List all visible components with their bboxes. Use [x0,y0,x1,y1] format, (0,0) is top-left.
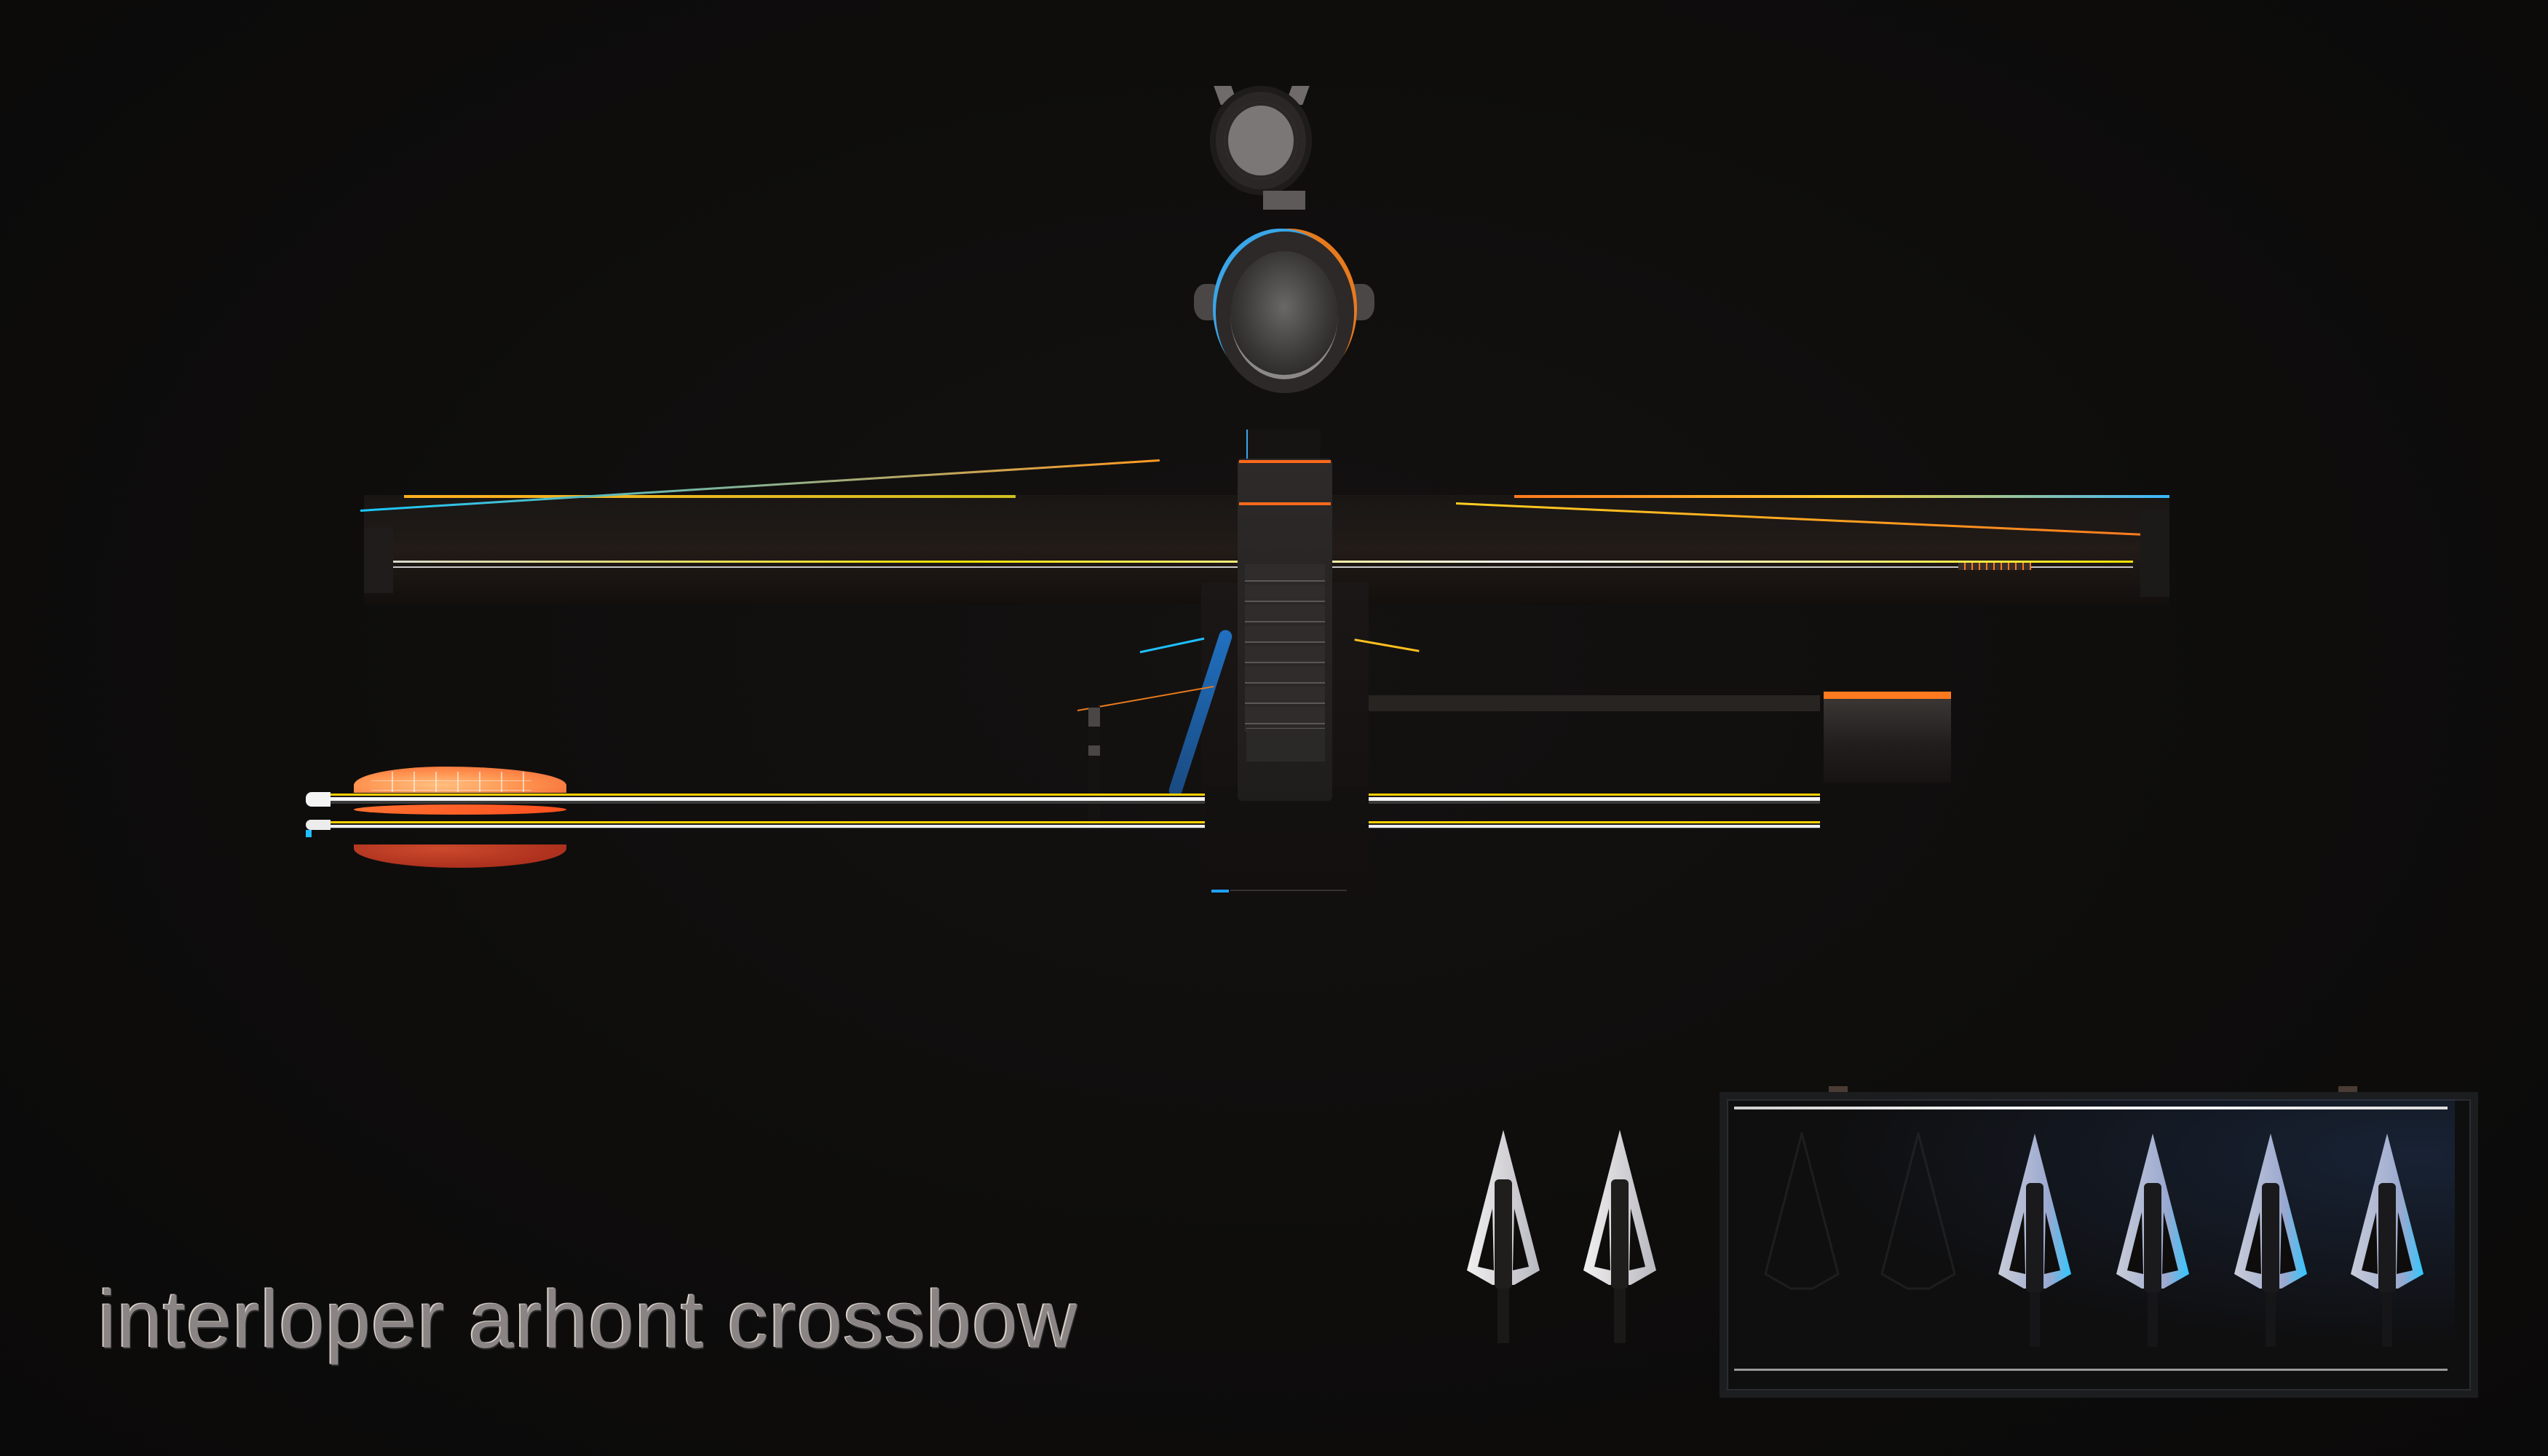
limb-edge-right [1514,495,2169,498]
front-post-block-top [1088,708,1100,727]
case-bottom-rail [1734,1369,2448,1371]
stock-rail [1369,695,1820,711]
limb-tip-left [364,528,393,593]
nock-highlight [306,830,312,837]
broadhead-icon [2347,1132,2427,1350]
grip-texture [1245,564,1325,732]
scope-mount [1246,430,1321,459]
case-glow [1727,1099,2455,1376]
limb-edge-left [404,495,1016,498]
limb-tip-right [2140,510,2169,597]
empty-slot-icon [1878,1129,1958,1350]
arrow-vane-side [354,804,566,815]
string-serving [1958,563,2031,570]
stock-bottom-edge [1230,890,1347,891]
lens-cap-face [1224,102,1297,179]
broadhead-icon [1580,1128,1660,1347]
broadhead-icon [2113,1132,2193,1350]
grip-plate [1246,728,1325,761]
case-frame [1720,1092,2478,1398]
riser-highlight-lower [1239,502,1331,505]
riser-highlight-top [1239,460,1331,463]
arrow-nock [306,792,331,807]
broadhead-icon [1995,1132,2075,1350]
arrow-nock-reflection [306,820,331,830]
front-post-block-mid [1088,745,1100,756]
case-clip-right [2338,1086,2357,1092]
scope-lens [1230,251,1338,379]
arrow-shaft [320,794,1820,804]
arrow-vane-wireframe [371,772,531,792]
case-clip-left [1829,1086,1848,1092]
product-title: interloper arhont crossbow [98,1274,1078,1365]
buttstock [1824,692,1951,783]
lens-cap-hinge [1263,191,1305,210]
stock-bottom-highlight [1211,890,1229,893]
broadhead-icon [2231,1132,2311,1350]
arrow-shaft-reflection [320,821,1820,828]
case-top-rail [1734,1107,2448,1109]
broadhead-icon [1463,1128,1543,1347]
empty-slot-icon [1762,1129,1842,1350]
